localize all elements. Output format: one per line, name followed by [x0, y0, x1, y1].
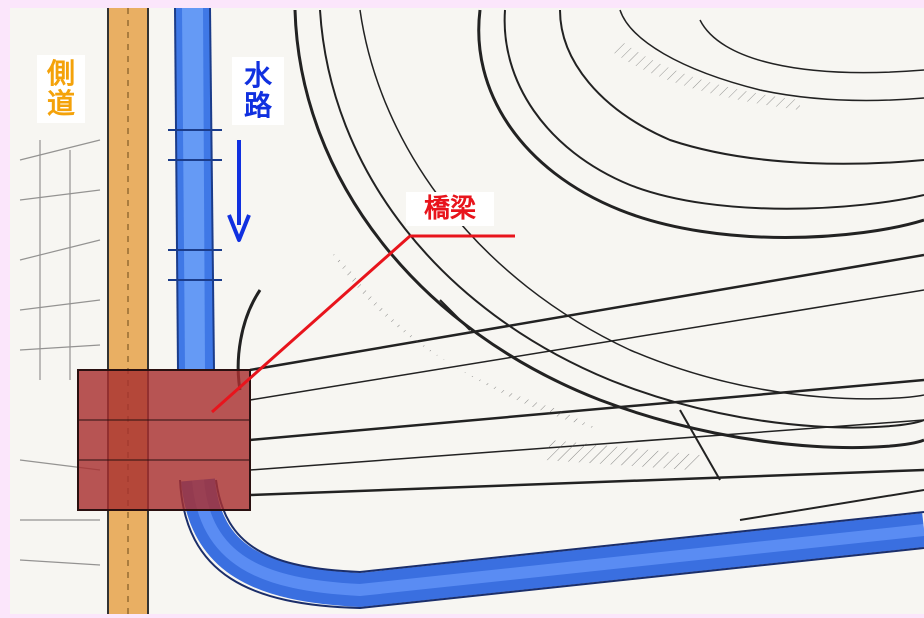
side-road-label-char: 側 — [46, 57, 75, 90]
waterway-label-char: 路 — [243, 89, 272, 122]
map-paper — [10, 8, 924, 614]
bridge-label: 橋梁 — [406, 192, 494, 226]
bridge-leader-line — [211, 234, 515, 414]
flow-arrow — [227, 140, 251, 242]
bridge-area — [77, 369, 251, 511]
embankment-hatch — [545, 440, 700, 470]
waterway-label-char: 水 — [243, 59, 272, 92]
side-road — [107, 8, 149, 614]
waterway-label: 水 路 — [232, 57, 284, 125]
embankment-hatch — [610, 40, 800, 110]
side-road-label-char: 道 — [46, 87, 75, 120]
side-road-label: 側 道 — [37, 55, 85, 123]
background-linework — [19, 139, 101, 566]
